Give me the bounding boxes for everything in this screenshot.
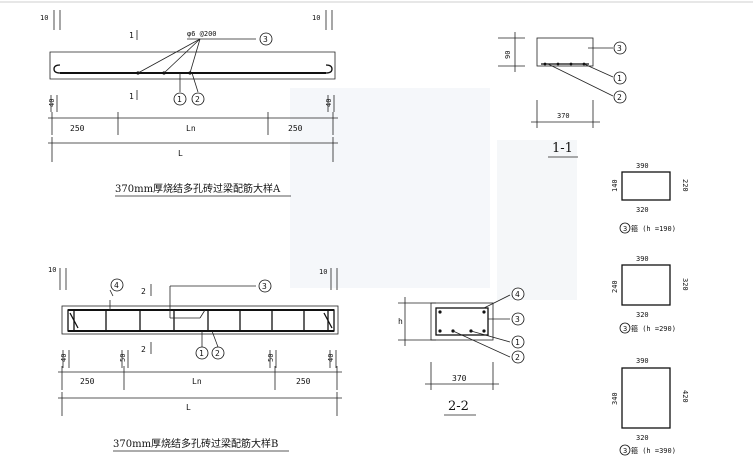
beam-b-outline: [61, 305, 339, 335]
beam-a-cover-right: 10: [312, 14, 320, 22]
callout-1-s2: [511, 335, 525, 349]
svg-text:320: 320: [636, 311, 649, 319]
beam-b-first-left: 50: [119, 354, 127, 362]
beam-b-bearing-left: 250: [80, 377, 95, 386]
beam-a-title: 370mm厚烧结多孔砖过梁配筋大样A: [115, 182, 281, 195]
beam-b-title: 370mm厚烧结多孔砖过梁配筋大样B: [113, 437, 278, 450]
svg-text:1: 1: [515, 338, 520, 347]
callout-2-b: [211, 346, 225, 360]
beam-b-bearing-right: 250: [296, 377, 311, 386]
svg-text:390: 390: [636, 162, 649, 170]
beam-a-bearing-left: 250: [70, 124, 85, 133]
beam-b-hook-right: 40: [327, 354, 335, 362]
beam-a-detail: 10 10 1 1 φ6 @200 3 1 2: [40, 10, 338, 197]
callout-2-s1: [613, 90, 627, 104]
callout-4-s2: [511, 287, 525, 301]
beam-b-cage: [67, 309, 335, 332]
section-2-outline: [430, 302, 494, 341]
beam-a-cover-left: 10: [40, 14, 48, 22]
beam-b-clear-span: Ln: [192, 377, 202, 386]
beam-a-rebar-spec: φ6 @200: [187, 30, 217, 38]
scan-shadow: [290, 88, 490, 288]
svg-text:3: 3: [263, 35, 268, 44]
section-1-label: 1-1: [552, 141, 573, 156]
beam-a-section-mark-bottom: 1: [129, 92, 134, 101]
svg-text:3: 3: [623, 325, 627, 333]
section-2-label: 2-2: [448, 399, 469, 414]
svg-text:3: 3: [617, 44, 622, 53]
svg-text:1: 1: [617, 74, 622, 83]
stirrup-190-caption: 箍 (h =190): [631, 224, 676, 233]
section-1-1: 90 3 1 2 370 1-1: [498, 32, 627, 158]
callout-1-a: [173, 92, 187, 106]
section-2-width: 370: [452, 374, 467, 383]
svg-text:320: 320: [681, 278, 689, 291]
beam-b-cover-right: 10: [319, 268, 327, 276]
beam-a-clear-span: Ln: [186, 124, 196, 133]
svg-text:2: 2: [215, 349, 220, 358]
beam-a-outline: [49, 51, 336, 80]
svg-text:3: 3: [262, 282, 267, 291]
callout-1-s1: [613, 71, 627, 85]
beam-b-stirrups: [73, 310, 329, 331]
stirrup-290-caption: 箍 (h =290): [631, 324, 676, 333]
stirrup-290: 390 240 320 320 3 箍 (h =290): [611, 255, 689, 334]
stirrup-390: 390 340 420 320 3 箍 (h =390): [611, 357, 689, 456]
callout-1-b: [195, 346, 209, 360]
callout-3-b: [258, 279, 272, 293]
section-1-outline: [536, 37, 594, 67]
beam-b-cover-left: 10: [48, 266, 56, 274]
callout-3-stirrup-190: [619, 222, 631, 234]
section-2-2: h 4 3 1 2 370 2-2: [398, 287, 525, 416]
svg-text:320: 320: [636, 434, 649, 442]
callout-2-s2: [511, 350, 525, 364]
beam-a-bearing-right: 250: [288, 124, 303, 133]
section-2-height: h: [398, 317, 403, 326]
beam-a-total-length: L: [178, 149, 183, 158]
svg-text:1: 1: [199, 349, 204, 358]
callout-2-a: [191, 92, 205, 106]
stirrup-190: 390 140 220 320 3 箍 (h =190): [611, 162, 689, 234]
beam-b-hook-left: 40: [60, 354, 68, 362]
svg-text:3: 3: [515, 315, 520, 324]
callout-3-a: [259, 32, 273, 46]
svg-text:1: 1: [177, 95, 182, 104]
beam-a-hook-left: 40: [48, 99, 56, 107]
callout-4-b: [110, 278, 124, 292]
svg-text:4: 4: [114, 281, 119, 290]
stirrup-390-caption: 箍 (h =390): [631, 446, 676, 455]
beam-a-hook-right: 40: [325, 99, 333, 107]
svg-text:2: 2: [617, 93, 622, 102]
scan-shadow-right: [497, 140, 577, 300]
beam-b-section-mark-top: 2: [141, 287, 146, 296]
callout-3-s1: [613, 41, 627, 55]
svg-text:390: 390: [636, 255, 649, 263]
section-1-height: 90: [504, 51, 512, 59]
svg-text:240: 240: [611, 280, 619, 293]
beam-a-section-mark-top: 1: [129, 31, 134, 40]
svg-text:220: 220: [681, 179, 689, 192]
svg-text:2: 2: [195, 95, 200, 104]
svg-text:420: 420: [681, 390, 689, 403]
section-2-stirrup: [435, 307, 489, 336]
callout-3-s2: [511, 312, 525, 326]
svg-text:320: 320: [636, 206, 649, 214]
svg-text:340: 340: [611, 392, 619, 405]
callout-3-stirrup-290: [619, 322, 631, 334]
svg-text:3: 3: [623, 225, 627, 233]
beam-b-first-right: 50: [267, 354, 275, 362]
beam-b-section-mark-bottom: 2: [141, 345, 146, 354]
beam-b-total-length: L: [186, 403, 191, 412]
section-1-width: 370: [557, 112, 570, 120]
svg-text:3: 3: [623, 447, 627, 455]
svg-text:4: 4: [515, 290, 520, 299]
svg-text:390: 390: [636, 357, 649, 365]
callout-3-stirrup-390: [619, 444, 631, 456]
svg-text:140: 140: [611, 179, 619, 192]
svg-text:2: 2: [515, 353, 520, 362]
beam-b-detail: 10 10 2 2 4 3: [48, 266, 342, 452]
